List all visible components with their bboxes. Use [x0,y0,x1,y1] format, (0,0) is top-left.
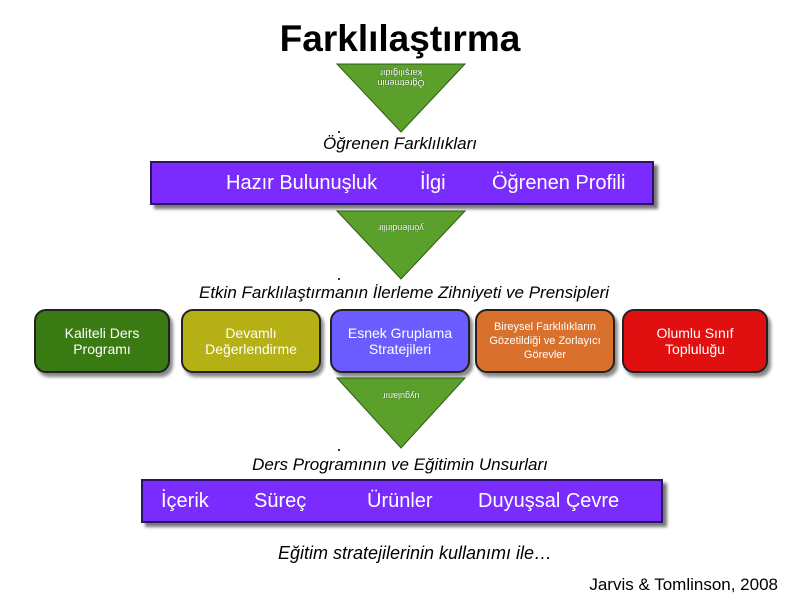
principle-respectful-tasks: Bireysel Farklılıkların Gözetildiği ve Z… [475,309,615,373]
principle-label: Bireysel Farklılıkların Gözetildiği ve Z… [489,321,601,361]
dot-marker [338,449,340,451]
dot-marker [338,278,340,280]
principle-quality-curriculum: Kaliteli Ders Programı [34,309,170,373]
principle-label: Kaliteli Ders Programı [64,325,140,357]
learner-item-profile: Öğrenen Profili [492,171,626,194]
heading-principles: Etkin Farklılaştırmanın İlerleme Zihniye… [198,283,610,302]
learner-differences-bar: Hazır Bulunuşluk İlgi Öğrenen Profili [150,161,654,205]
triangle-label-3: uygulanır [382,391,420,401]
triangle-label-1: Öğretmenin karşılığıdır [377,68,425,88]
triangle-connector-1: Öğretmenin karşılığıdır [335,63,467,133]
page-title: Farklılaştırma [279,18,521,59]
dot-marker [338,131,340,133]
principle-label: Esnek Gruplama Stratejileri [347,325,453,357]
curriculum-item-process: Süreç [254,489,307,512]
learner-item-readiness: Hazır Bulunuşluk [226,171,378,194]
learner-item-interest: İlgi [420,171,446,194]
principle-positive-community: Olumlu Sınıf Topluluğu [622,309,768,373]
strategy-note: Eğitim stratejilerinin kullanımı ile… [277,543,553,563]
citation: Jarvis & Tomlinson, 2008 [589,575,778,594]
curriculum-item-content: İçerik [161,489,209,512]
principle-flexible-grouping: Esnek Gruplama Stratejileri [330,309,470,373]
principle-label: Olumlu Sınıf Topluluğu [656,325,734,357]
curriculum-item-affect-environment: Duyuşsal Çevre [478,489,620,512]
triangle-label-2: yönlendirilir [378,223,424,233]
triangle-connector-2: yönlendirilir [335,210,467,280]
principle-ongoing-assessment: Devamlı Değerlendirme [181,309,321,373]
heading-learner-differences: Öğrenen Farklılıkları [323,134,477,153]
curriculum-elements-bar: İçerik Süreç Ürünler Duyuşsal Çevre [141,479,663,523]
curriculum-item-products: Ürünler [367,489,433,512]
triangle-connector-3: uygulanır [335,377,467,449]
heading-curriculum: Ders Programının ve Eğitimin Unsurları [252,455,548,474]
principle-label: Devamlı Değerlendirme [205,325,297,357]
